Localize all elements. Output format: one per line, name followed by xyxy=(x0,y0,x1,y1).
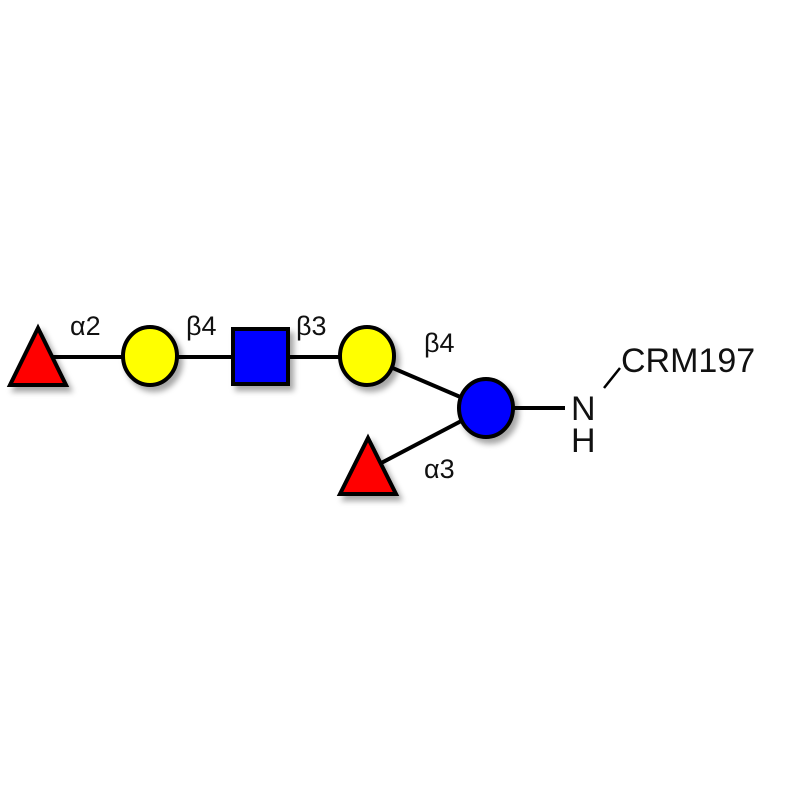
galactose-circle-2 xyxy=(338,325,396,387)
fucose-triangle-1 xyxy=(6,323,70,387)
linker-n: N xyxy=(571,390,596,428)
linker-h: H xyxy=(571,422,596,460)
glcnac-square xyxy=(231,327,290,386)
linkage-label-b3: β3 xyxy=(296,311,327,341)
galactose-circle-1 xyxy=(121,325,179,387)
carrier-protein-label: CRM197 xyxy=(621,342,755,380)
linkage-label-a2: α2 xyxy=(70,311,101,341)
linkage-label-b4: β4 xyxy=(186,311,217,341)
bond-n-carrier xyxy=(603,367,621,389)
fucose-triangle-2 xyxy=(336,433,400,496)
linkage-label-b4-2: β4 xyxy=(424,328,455,358)
glucose-circle xyxy=(457,377,515,439)
linkage-label-a3: α3 xyxy=(424,454,455,484)
